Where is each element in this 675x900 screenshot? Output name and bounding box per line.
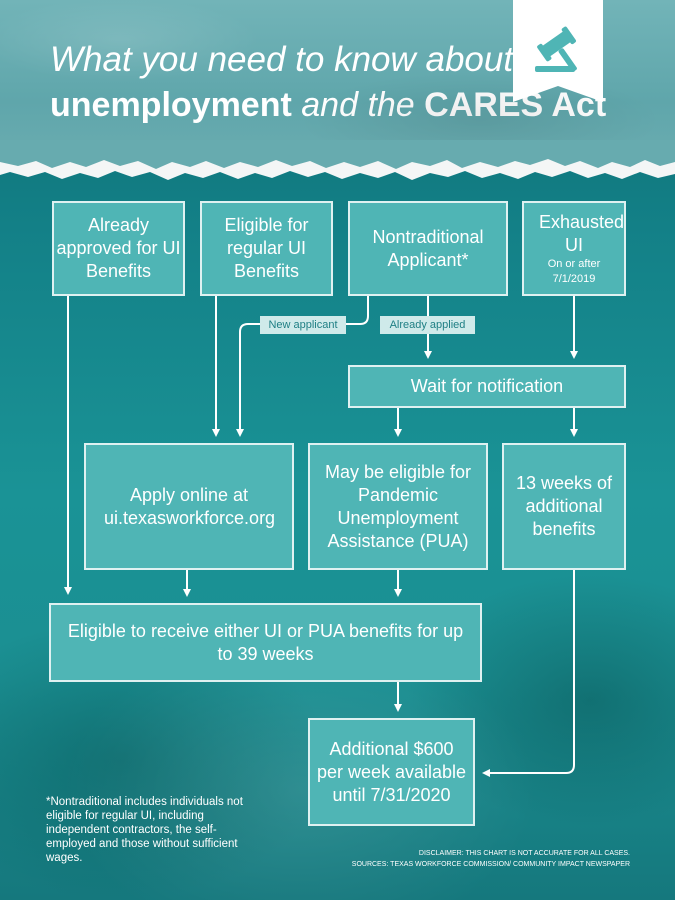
box-wait-for-notification: Wait for notification: [348, 365, 626, 408]
box-eligible-regular: Eligible for regular UI Benefits: [200, 201, 333, 296]
box-apply-online: Apply online at ui.texasworkforce.org: [84, 443, 294, 570]
box-already-approved: Already approved for UI Benefits: [52, 201, 185, 296]
eligible-39-text: Eligible to receive either UI or PUA ben…: [67, 620, 464, 664]
tag-already-applied: Already applied: [380, 316, 475, 334]
box-pua: May be eligible for Pandemic Unemploymen…: [308, 443, 488, 570]
box-exhausted-ui: Exhausted UI On or after 7/1/2019: [522, 201, 626, 296]
tag-new-applicant: New applicant: [260, 316, 346, 334]
pua-text: May be eligible for Pandemic Unemploymen…: [324, 461, 472, 551]
footnote: *Nontraditional includes individuals not…: [46, 796, 243, 864]
exhausted-ui-title: Exhausted UI: [539, 211, 625, 255]
13-weeks-text: 13 weeks of additional benefits: [515, 473, 613, 539]
exhausted-ui-note: On or after 7/1/2019: [547, 257, 601, 285]
box-nontraditional-applicant: Nontraditional Applicant*: [348, 201, 508, 296]
disclaimer-sources: SOURCES: TEXAS WORKFORCE COMMISSION/ COM…: [351, 861, 630, 868]
box-additional-600: Additional $600 per week available until…: [308, 718, 475, 826]
arrow-13weeks-to-600: [482, 570, 575, 777]
box-13-weeks: 13 weeks of additional benefits: [502, 443, 626, 570]
disclaimer-line-1: DISCLAIMER: THIS CHART IS NOT ACCURATE F…: [418, 850, 630, 857]
additional-600-text: Additional $600 per week available until…: [316, 738, 467, 805]
disclaimer: DISCLAIMER: THIS CHART IS NOT ACCURATE F…: [330, 848, 630, 870]
torn-paper-edge: [0, 140, 675, 180]
box-eligible-39-weeks: Eligible to receive either UI or PUA ben…: [49, 603, 482, 682]
apply-online-text: Apply online at ui.texasworkforce.org: [104, 484, 276, 528]
gavel-icon: [513, 0, 603, 102]
